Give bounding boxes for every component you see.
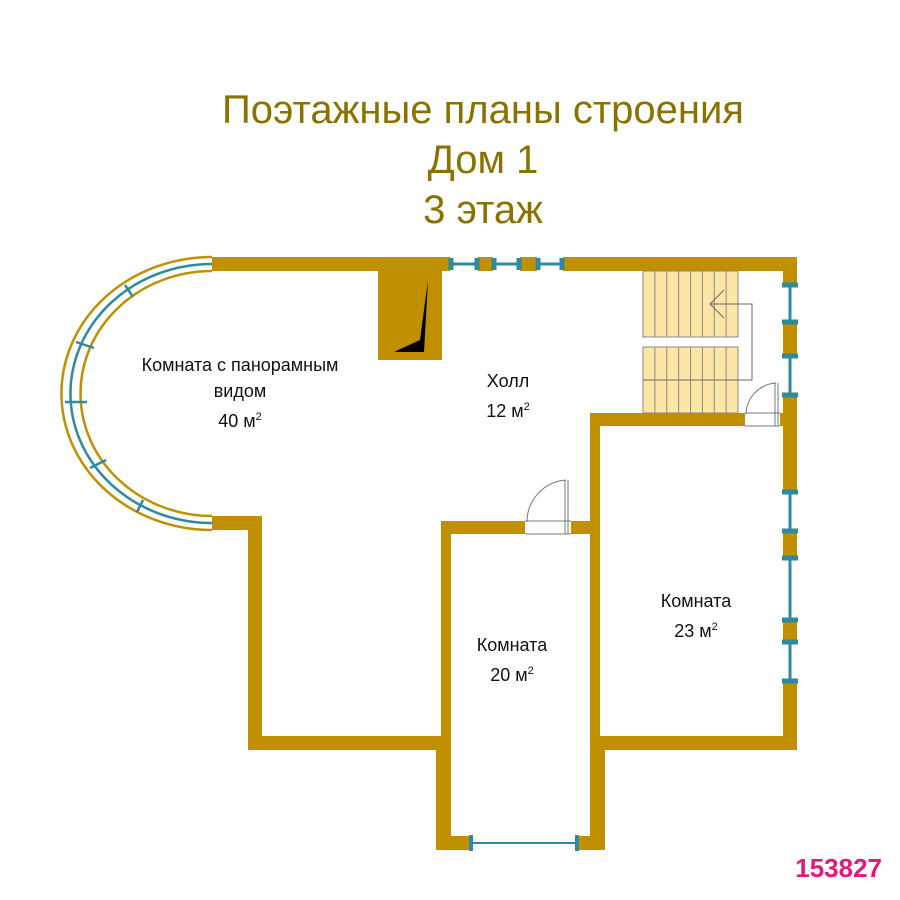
- windows: [448, 258, 798, 851]
- room-label-23: Комната 23 м2: [636, 588, 756, 644]
- room-label-20: Комната 20 м2: [452, 632, 572, 688]
- room-area: 23 м2: [636, 614, 756, 644]
- staircase: [642, 270, 753, 414]
- area-sup: 2: [527, 665, 534, 677]
- plan-title: Поэтажные планы строения: [222, 88, 744, 132]
- house-title: Дом 1: [427, 138, 539, 182]
- room-label-panoramic: Комната с панорамным видом 40 м2: [100, 352, 380, 434]
- area-sup: 2: [711, 621, 718, 633]
- area-sup: 2: [523, 401, 530, 413]
- room-label-hall: Холл 12 м2: [448, 368, 568, 424]
- room-name-2: видом: [213, 381, 267, 401]
- room-area: 20 м2: [452, 658, 572, 688]
- floor-title: 3 этаж: [423, 188, 543, 232]
- area-value: 40 м: [218, 411, 256, 431]
- area-sup: 2: [255, 411, 262, 423]
- doors: [525, 382, 780, 535]
- room-name: Холл: [486, 371, 530, 391]
- room-name: Комната с панорамным: [141, 355, 339, 375]
- area-value: 12 м: [486, 401, 524, 421]
- area-value: 23 м: [674, 621, 712, 641]
- room-name: Комната: [660, 591, 732, 611]
- room-name: Комната: [476, 635, 548, 655]
- walls: [212, 257, 797, 850]
- area-value: 20 м: [490, 665, 528, 685]
- listing-id: 153827: [795, 853, 882, 883]
- room-area: 12 м2: [448, 394, 568, 424]
- room-area: 40 м2: [100, 404, 380, 434]
- panoramic-window: [60, 255, 213, 532]
